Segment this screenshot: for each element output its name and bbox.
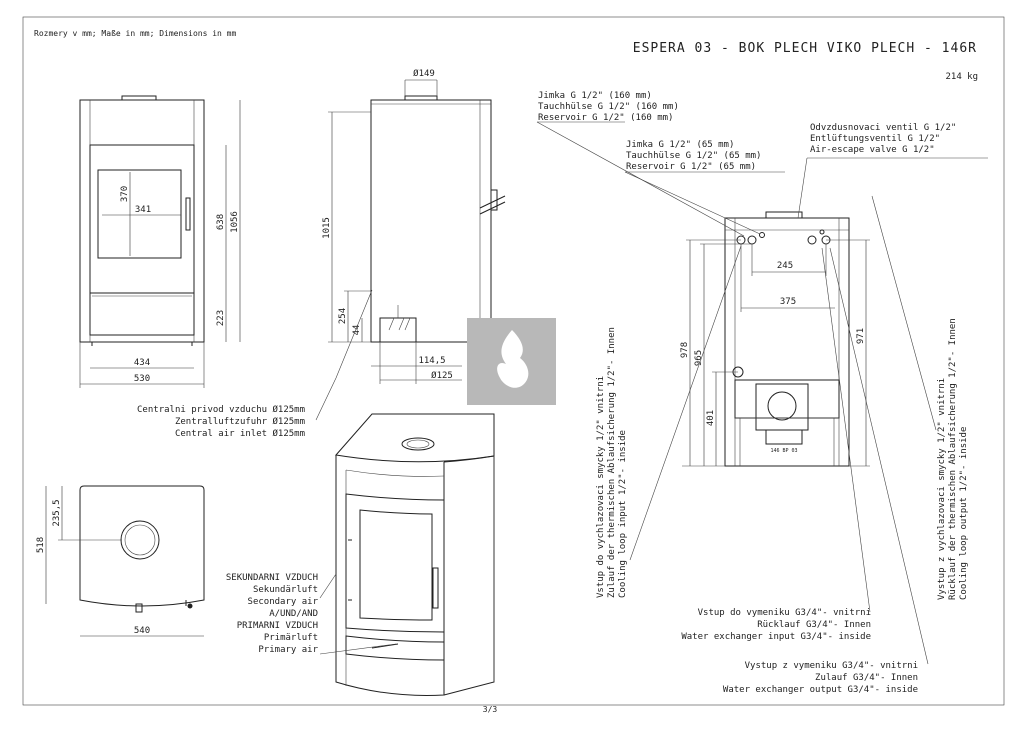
- secondary-air-label-de: Sekundärluft: [253, 585, 318, 595]
- reservoir-65-cz: Jimka G 1/2" (65 mm): [626, 140, 734, 150]
- reservoir-160-en: Reservoir G 1/2" (160 mm): [538, 113, 673, 123]
- dim-base-height: 223: [216, 310, 226, 326]
- cooling-input-labels: Vstup do vychlazovaci smycky 1/2" vnitrn…: [596, 327, 628, 598]
- dim-glass-height: 370: [120, 186, 130, 202]
- air-escape-en: Air-escape valve G 1/2": [810, 145, 935, 155]
- svg-text:146 BP 03: 146 BP 03: [770, 448, 797, 454]
- air-inlet-label-de: Zentralluftzufuhr Ø125mm: [175, 416, 305, 427]
- top-view: 518 235,5 540: [36, 485, 205, 637]
- air-inlet-label-cz: Centralni privod vzduchu Ø125mm: [137, 404, 305, 415]
- dim-door-height: 638: [216, 214, 226, 230]
- air-control-labels: SEKUNDARNI VZDUCH Sekundärluft Secondary…: [226, 573, 319, 655]
- reservoir-160-cz: Jimka G 1/2" (160 mm): [538, 91, 652, 101]
- secondary-air-label-en: Secondary air: [248, 597, 319, 607]
- air-inlet-labels: Centralni privod vzduchu Ø125mm Zentrall…: [137, 404, 305, 439]
- water-output-cz: Vystup z vymeniku G3/4"- vnitrni: [745, 661, 918, 671]
- cooling-output-cz: Vystup z vychlazovaci smycky 1/2" vnitrn…: [937, 378, 947, 600]
- page-number: 3/3: [483, 705, 498, 714]
- water-input-labels: Vstup do vymeniku G3/4"- vnitrni Rücklau…: [681, 608, 871, 642]
- dim-front-outer-width: 530: [134, 374, 150, 384]
- dim-glass-width: 341: [135, 205, 151, 215]
- cooling-output-en: Cooling loop output 1/2"- inside: [959, 427, 969, 600]
- dim-rear-245: 245: [777, 261, 793, 271]
- cooling-output-labels: Vystup z vychlazovaci smycky 1/2" vnitrn…: [937, 318, 969, 600]
- dim-flue-height: 1015: [322, 217, 332, 239]
- dim-rear-375: 375: [780, 297, 796, 307]
- water-input-en: Water exchanger input G3/4"- inside: [681, 632, 871, 642]
- air-inlet-label-en: Central air inlet Ø125mm: [175, 428, 305, 439]
- air-escape-cz: Odvzdusnovaci ventil G 1/2": [810, 123, 956, 133]
- dim-rear-401: 401: [706, 410, 716, 426]
- dim-top-center: 235,5: [52, 499, 62, 526]
- reservoir-160-labels: Jimka G 1/2" (160 mm) Tauchhülse G 1/2" …: [538, 91, 679, 123]
- dim-inlet-small: 44: [352, 325, 362, 336]
- rear-view: 146 BP 03 245 375 978 965 401 971: [536, 121, 988, 665]
- reservoir-65-labels: Jimka G 1/2" (65 mm) Tauchhülse G 1/2" (…: [626, 140, 761, 172]
- dim-inlet-height: 254: [338, 308, 348, 324]
- weight-label: 214 kg: [945, 72, 978, 82]
- water-output-de: Zulauf G3/4"- Innen: [815, 673, 918, 683]
- and-label: A/UND/AND: [269, 609, 318, 619]
- dim-inlet-diameter: Ø125: [431, 370, 453, 381]
- primary-air-label-en: Primary air: [258, 645, 318, 655]
- dim-front-inner-width: 434: [134, 358, 150, 368]
- cooling-input-de: Zulauf der thermischen Ablaufsicherung 1…: [607, 327, 617, 598]
- reservoir-160-de: Tauchhülse G 1/2" (160 mm): [538, 102, 679, 112]
- primary-air-label-de: Primärluft: [264, 633, 318, 643]
- cooling-output-de: Rücklauf der thermischen Ablaufsicherung…: [948, 318, 958, 600]
- dim-flue-diameter: Ø149: [413, 68, 435, 79]
- drawing-title: ESPERA 03 - BOK PLECH VIKO PLECH - 146R: [633, 41, 977, 56]
- units-note: Rozmery v mm; Maße in mm; Dimensions in …: [34, 29, 236, 38]
- front-view: 341 370 434 530 638 1056 223: [79, 95, 241, 388]
- cooling-input-en: Cooling loop input 1/2"- inside: [618, 430, 628, 598]
- side-view: Ø149 1015 254 44 114,5 Ø125: [315, 68, 506, 421]
- dim-total-height: 1056: [230, 211, 240, 233]
- sheet-border: [22, 16, 1005, 706]
- dim-rear-978: 978: [680, 342, 690, 358]
- air-escape-de: Entlüftungsventil G 1/2": [810, 134, 940, 144]
- perspective-view: [319, 413, 495, 696]
- water-input-cz: Vstup do vymeniku G3/4"- vnitrni: [698, 608, 871, 618]
- cooling-input-cz: Vstup do vychlazovaci smycky 1/2" vnitrn…: [596, 376, 606, 598]
- dim-top-width: 540: [134, 626, 150, 636]
- secondary-air-label-cz: SEKUNDARNI VZDUCH: [226, 573, 318, 583]
- dim-rear-971: 971: [856, 328, 866, 344]
- dim-top-depth: 518: [36, 537, 46, 553]
- water-input-de: Rücklauf G3/4"- Innen: [757, 620, 871, 630]
- reservoir-65-de: Tauchhülse G 1/2" (65 mm): [626, 151, 761, 161]
- dim-rear-965: 965: [694, 350, 704, 366]
- water-output-en: Water exchanger output G3/4"- inside: [723, 685, 918, 695]
- flame-logo-icon: [467, 318, 556, 405]
- primary-air-label-cz: PRIMARNI VZDUCH: [237, 621, 318, 631]
- water-output-labels: Vystup z vymeniku G3/4"- vnitrni Zulauf …: [723, 661, 918, 695]
- air-escape-labels: Odvzdusnovaci ventil G 1/2" Entlüftungsv…: [810, 123, 956, 155]
- dim-inlet-offset: 114,5: [418, 356, 445, 366]
- reservoir-65-en: Reservoir G 1/2" (65 mm): [626, 162, 756, 172]
